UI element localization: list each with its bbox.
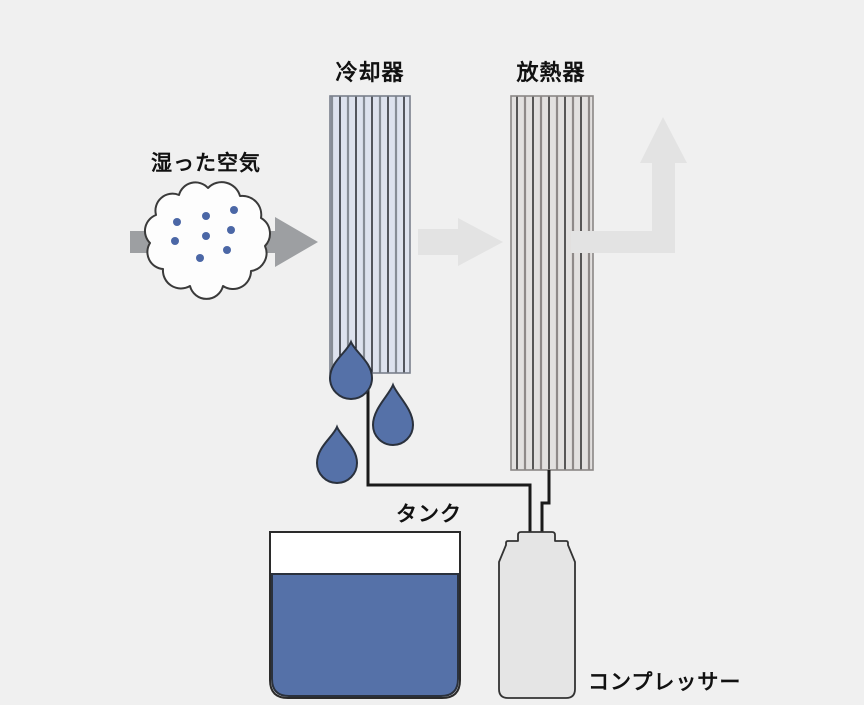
- airflow-arrow-exhaust-icon: [571, 117, 687, 253]
- moisture-dot: [171, 237, 179, 245]
- radiator-label: 放熱器: [515, 60, 585, 85]
- cooler-label: 冷却器: [335, 60, 404, 85]
- compressor: [498, 531, 576, 699]
- moisture-dot: [230, 206, 238, 214]
- cooler-to-compressor-pipe: [366, 385, 532, 534]
- humid-air-label: 湿った空気: [151, 151, 261, 175]
- moisture-dot: [196, 254, 204, 262]
- tank-water: [271, 573, 459, 697]
- water-drop-icon: [315, 424, 359, 484]
- humid-air-cloud-icon: [143, 181, 271, 300]
- moisture-dot: [223, 246, 231, 254]
- moisture-dot: [202, 232, 210, 240]
- moisture-dots: [171, 206, 238, 262]
- moisture-dot: [227, 226, 235, 234]
- radiator-to-compressor-pipe: [540, 470, 551, 534]
- radiator: [510, 95, 594, 471]
- condensed-water-drops: [315, 339, 415, 484]
- moisture-dot: [202, 212, 210, 220]
- water-drop-icon: [328, 339, 374, 400]
- cooler: [329, 95, 411, 374]
- tank-label: タンク: [396, 503, 462, 526]
- airflow-arrow-middle-icon: [418, 218, 503, 266]
- compressor-label: コンプレッサー: [588, 671, 741, 694]
- moisture-dot: [173, 218, 181, 226]
- water-drop-icon: [371, 382, 415, 446]
